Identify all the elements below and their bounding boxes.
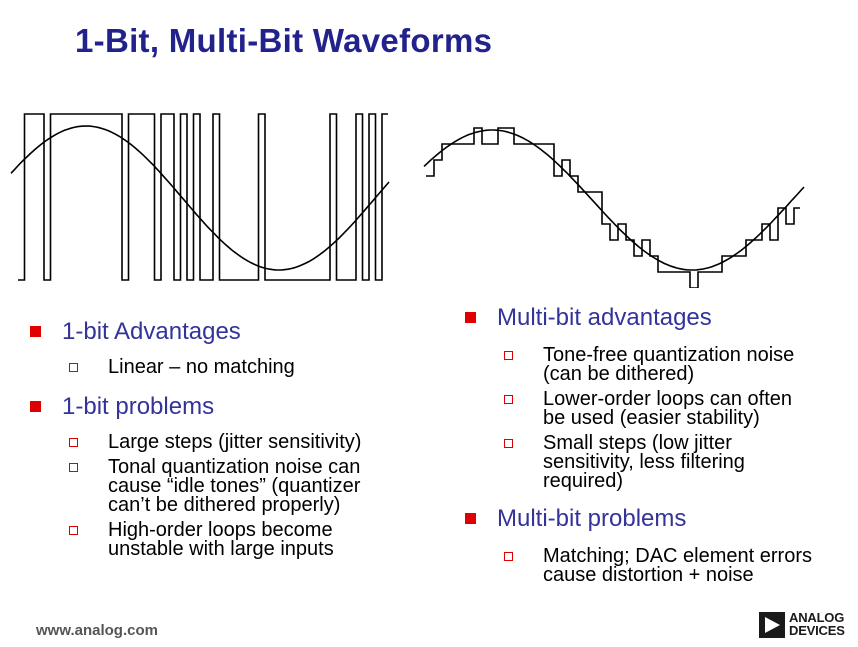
logo-text: ANALOG DEVICES [789, 610, 845, 638]
right-bullet-column: Multi-bit advantages Tone-free quantizat… [465, 304, 855, 585]
section-heading: 1-bit Advantages [30, 318, 430, 346]
red-square-bullet-icon [465, 513, 476, 524]
section-heading: Multi-bit advantages [465, 304, 855, 332]
slide-title: 1-Bit, Multi-Bit Waveforms [75, 22, 493, 59]
hollow-square-bullet-icon [69, 363, 78, 372]
multi-bit-waveform-figure [423, 127, 805, 288]
one-bit-waveform-figure [10, 113, 390, 281]
hollow-square-bullet-icon [504, 439, 513, 448]
list-item: Tonal quantization noise can cause “idle… [69, 457, 430, 515]
list-item: High-order loops become unstable with la… [69, 520, 430, 559]
list-item: Lower-order loops can often be used (eas… [504, 389, 855, 428]
one-bit-sine-curve [10, 125, 390, 271]
multi-bit-staircase [426, 127, 800, 288]
hollow-square-bullet-icon [69, 463, 78, 472]
hollow-square-bullet-icon [504, 351, 513, 360]
analog-devices-logo: ANALOG DEVICES [759, 609, 854, 641]
hollow-square-bullet-icon [504, 395, 513, 404]
hollow-square-bullet-icon [69, 438, 78, 447]
list-item: Tone-free quantization noise (can be dit… [504, 345, 855, 384]
one-bit-pulse-train [18, 113, 388, 281]
section-heading: Multi-bit problems [465, 505, 855, 533]
list-item: Large steps (jitter sensitivity) [69, 432, 430, 452]
list-item: Small steps (low jitter sensitivity, les… [504, 433, 855, 491]
hollow-square-bullet-icon [504, 552, 513, 561]
section-heading: 1-bit problems [30, 393, 430, 421]
red-square-bullet-icon [30, 401, 41, 412]
multi-bit-sine-curve [423, 129, 805, 271]
analog-devices-triangle-icon [759, 612, 785, 638]
red-square-bullet-icon [465, 312, 476, 323]
left-bullet-column: 1-bit Advantages Linear – no matching 1-… [30, 318, 430, 559]
list-item: Matching; DAC element errors cause disto… [504, 546, 855, 585]
hollow-square-bullet-icon [69, 526, 78, 535]
red-square-bullet-icon [30, 326, 41, 337]
list-item: Linear – no matching [69, 357, 430, 377]
footer-url[interactable]: www.analog.com [36, 622, 158, 639]
